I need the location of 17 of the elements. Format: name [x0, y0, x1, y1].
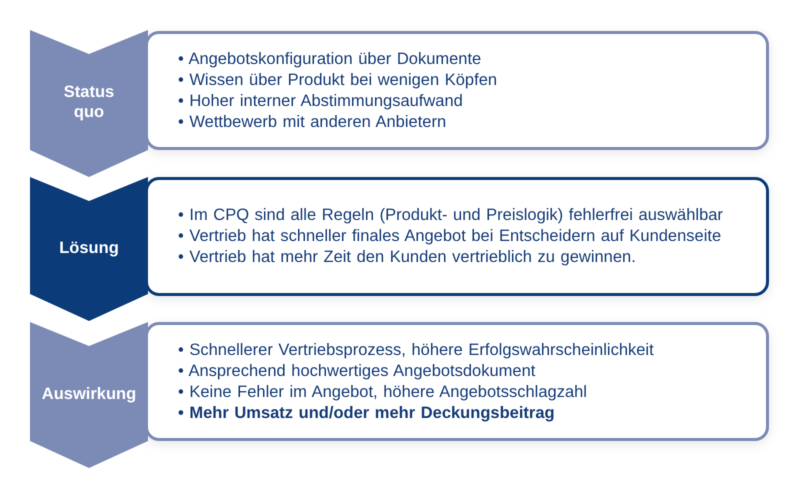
bullet-point: • Wettbewerb mit anderen Anbietern — [178, 112, 446, 132]
bullet-point: • Mehr Umsatz und/oder mehr Deckungsbeitrag — [178, 402, 555, 424]
bullet-point: • Vertrieb hat schneller finales Angebot bei Entscheidern auf Kundenseite — [178, 226, 722, 247]
bullet-point: • Angebotskonfiguration über Dokumente — [178, 48, 482, 70]
content-card — [145, 177, 769, 296]
row-heading: Lösung — [59, 238, 119, 258]
bullet-point: • Im CPQ sind alle Regeln (Produkt- und Preislogik) fehlerfrei auswählbar — [178, 205, 723, 226]
bullet-point: • Wissen über Produkt bei wenigen Köpfen — [178, 70, 498, 90]
bullet-point: • Vertrieb hat mehr Zeit den Kunden vertrieblich zu gewinnen. — [178, 247, 636, 268]
content-card — [145, 31, 769, 150]
bullet-point: • Ansprechend hochwertiges Angebotsdokument — [178, 360, 536, 382]
row-heading: Auswirkung — [42, 384, 136, 404]
content-card — [145, 322, 769, 441]
row-heading: Status quo — [62, 82, 116, 122]
bullet-point: • Schnellerer Vertriebsprozess, höhere Erfolgswahrscheinlichkeit — [178, 340, 654, 360]
bullet-point: • Hoher interner Abstimmungsaufwand — [178, 90, 463, 112]
bullet-point: • Keine Fehler im Angebot, höhere Angebotsschlagzahl — [178, 382, 587, 402]
